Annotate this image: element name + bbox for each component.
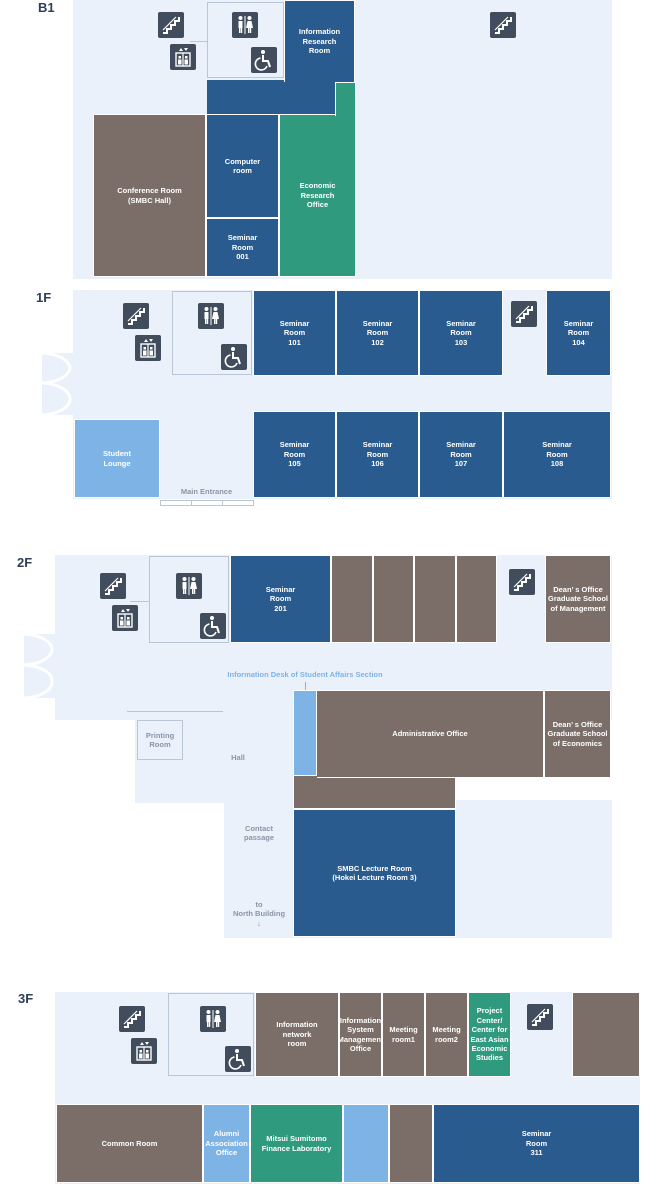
wheelchair-icon	[251, 47, 277, 73]
entrance-arc-1f	[40, 351, 72, 417]
stairs-icon	[100, 573, 126, 599]
stairs-icon	[527, 1004, 553, 1030]
floor-plan-2f-hall	[135, 712, 295, 803]
restroom-icon	[232, 12, 258, 38]
stairs-icon	[490, 12, 516, 38]
stairs-icon	[158, 12, 184, 38]
room-office-2f-d[interactable]	[456, 555, 497, 643]
room-student-lounge[interactable]: Student Lounge	[74, 419, 160, 498]
room-seminar-311[interactable]: Seminar Room 311	[433, 1104, 640, 1183]
room-information-system-management[interactable]: Information System Management Office	[338, 992, 383, 1077]
elevator-icon	[135, 335, 161, 361]
room-smbc-lecture[interactable]: SMBC Lecture Room (Hokei Lecture Room 3)	[293, 809, 456, 937]
info-research-room-extension	[207, 80, 355, 114]
restroom-icon	[198, 303, 224, 329]
info-desk-counter[interactable]	[293, 690, 317, 776]
floor-label-2f: 2F	[17, 555, 33, 570]
room-common[interactable]: Common Room	[56, 1104, 203, 1183]
info-desk-pointer	[305, 682, 306, 692]
main-entrance-label: Main Entrance	[180, 487, 233, 496]
room-office-2f-a[interactable]	[331, 555, 373, 643]
room-seminar-106[interactable]: Seminar Room 106	[336, 411, 419, 498]
room-administrative-office[interactable]: Administrative Office	[317, 690, 544, 778]
room-seminar-104[interactable]: Seminar Room 104	[546, 290, 611, 376]
room-office-3f-lower[interactable]	[389, 1104, 433, 1183]
room-seminar-101[interactable]: Seminar Room 101	[253, 290, 336, 376]
room-economic-research[interactable]: Economic Research Office	[299, 181, 336, 210]
floor-label-1f: 1F	[36, 290, 52, 305]
stairs-icon	[119, 1006, 145, 1032]
room-deans-office-economics[interactable]: Dean’ s Office Graduate School of Econom…	[544, 690, 611, 778]
room-economic-research-body	[279, 114, 356, 277]
room-light-3f[interactable]	[343, 1104, 389, 1183]
stairs-icon	[509, 569, 535, 595]
room-meeting-1[interactable]: Meeting room1	[382, 992, 425, 1077]
entrance-arc-2f	[22, 632, 54, 700]
room-mitsui-sumitomo-lab[interactable]: Mitsui Sumitomo Finance Laboratory	[250, 1104, 343, 1183]
main-entrance-door[interactable]	[160, 500, 254, 506]
room-seminar-107[interactable]: Seminar Room 107	[419, 411, 503, 498]
wheelchair-icon	[200, 613, 226, 639]
floor-label-3f: 3F	[18, 991, 34, 1006]
room-seminar-103[interactable]: Seminar Room 103	[419, 290, 503, 376]
room-office-3f-corner[interactable]	[572, 992, 640, 1077]
room-printing[interactable]: Printing Room	[137, 720, 183, 760]
restroom-icon	[200, 1006, 226, 1032]
restroom-icon	[176, 573, 202, 599]
room-conference-smbc-hall[interactable]: Conference Room (SMBC Hall)	[93, 114, 206, 277]
room-deans-office-management[interactable]: Dean’ s Office Graduate School of Manage…	[545, 555, 611, 643]
room-seminar-102[interactable]: Seminar Room 102	[336, 290, 419, 376]
room-information-network[interactable]: Information network room	[255, 992, 339, 1077]
stairs-icon	[511, 301, 537, 327]
room-meeting-2[interactable]: Meeting room2	[425, 992, 468, 1077]
room-information-research[interactable]: Information Research Room	[284, 0, 355, 82]
to-north-building-label[interactable]: to North Building ↓	[232, 900, 286, 928]
room-seminar-105[interactable]: Seminar Room 105	[253, 411, 336, 498]
room-seminar-108[interactable]: Seminar Room 108	[503, 411, 611, 498]
room-seminar-001[interactable]: Seminar Room 001	[206, 218, 279, 277]
floor-label-b1: B1	[38, 0, 55, 15]
hall-label: Hall	[231, 753, 245, 762]
room-alumni-association[interactable]: Alumni Association Office	[203, 1104, 250, 1183]
elevator-icon	[170, 44, 196, 70]
room-seminar-201[interactable]: Seminar Room 201	[230, 555, 331, 643]
info-desk-label: Information Desk of Student Affairs Sect…	[227, 670, 383, 679]
wheelchair-icon	[221, 344, 247, 370]
elevator-icon	[131, 1038, 157, 1064]
room-economic-research-top	[335, 82, 356, 116]
room-office-2f-b[interactable]	[373, 555, 414, 643]
room-office-2f-c[interactable]	[414, 555, 456, 643]
contact-passage-label: Contact passage	[243, 824, 275, 843]
room-computer[interactable]: Computer room	[206, 114, 279, 218]
room-administrative-office-lower	[293, 776, 456, 809]
elevator-icon	[112, 605, 138, 631]
stairs-icon	[123, 303, 149, 329]
room-project-center[interactable]: Project Center/ Center for East Asian Ec…	[468, 992, 511, 1077]
wheelchair-icon	[225, 1046, 251, 1072]
